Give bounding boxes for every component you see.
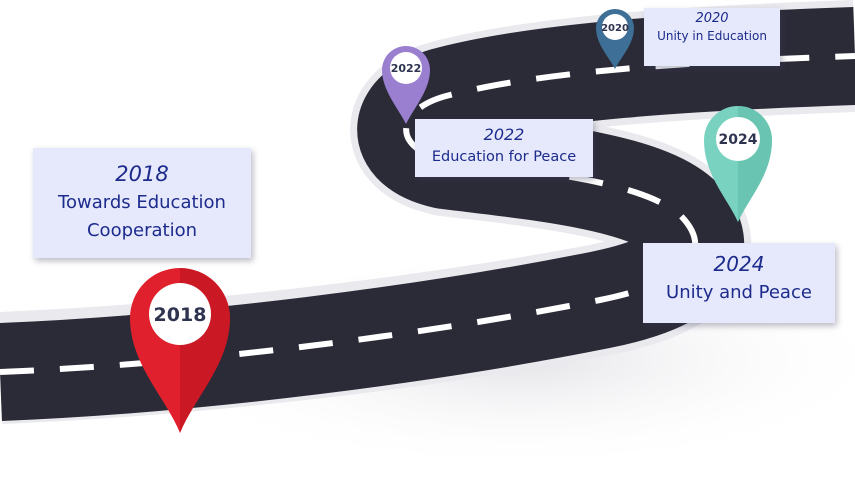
pin-2024-label: 2020	[601, 23, 629, 34]
milestone-year: 2018	[115, 162, 169, 186]
milestone-card-2020: 2024 Unity and Peace	[643, 243, 835, 323]
milestone-card-2022: 2022 Education for Peace	[415, 119, 593, 177]
milestone-card-2024: 2020 Unity in Education	[644, 8, 780, 66]
milestone-year: 2020	[695, 11, 729, 26]
road	[0, 0, 855, 424]
milestone-title-line: Education for Peace	[431, 149, 577, 165]
lane-markings	[0, 53, 855, 375]
milestone-card-2018: 2018 Towards Education Cooperation	[33, 148, 251, 258]
milestone-title-line: Cooperation	[86, 220, 197, 241]
pin-2018-label: 2018	[154, 304, 207, 326]
pin-2022-label: 2022	[391, 62, 422, 75]
milestone-pin-2022: 2022	[382, 46, 430, 124]
milestone-pin-2024: 2020	[596, 8, 634, 70]
milestone-year: 2024	[713, 252, 765, 276]
pin-2020-label: 2024	[719, 132, 758, 148]
milestone-pin-2018: 2018	[130, 268, 230, 433]
milestone-title-line: Unity and Peace	[666, 282, 812, 303]
milestone-pin-2020: 2024	[704, 106, 772, 222]
milestone-title-line: Unity in Education	[657, 29, 767, 43]
milestone-title-line: Towards Education	[58, 192, 226, 213]
milestone-year: 2022	[483, 125, 525, 144]
